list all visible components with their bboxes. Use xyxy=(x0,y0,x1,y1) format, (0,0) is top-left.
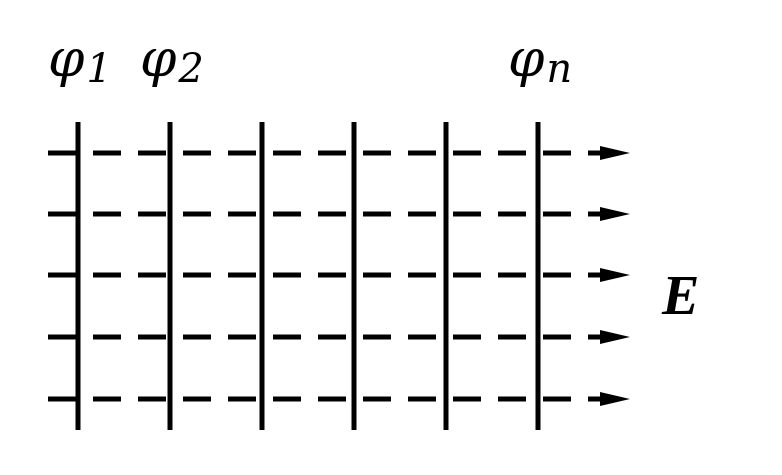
potential-2-symbol: φ xyxy=(140,29,177,89)
field-arrow-head-2 xyxy=(600,207,630,221)
potential-n-symbol: φ xyxy=(508,29,545,89)
potential-n-subscript: n xyxy=(546,46,572,92)
field-lines xyxy=(48,146,630,406)
potential-2-subscript: 2 xyxy=(177,46,203,92)
field-arrow-head-3 xyxy=(600,268,630,282)
field-arrow-head-4 xyxy=(600,330,630,344)
potential-1-subscript: 1 xyxy=(86,46,111,92)
potential-1-symbol: φ xyxy=(48,29,85,89)
equipotential-lines xyxy=(75,122,541,430)
potential-label-2: φ2 xyxy=(140,29,204,92)
potential-label-1: φ1 xyxy=(48,29,112,92)
electric-field-label: E xyxy=(661,265,699,327)
field-arrow-head-5 xyxy=(600,392,630,406)
potential-label-n: φn xyxy=(508,29,572,92)
field-arrow-head-1 xyxy=(600,146,630,160)
